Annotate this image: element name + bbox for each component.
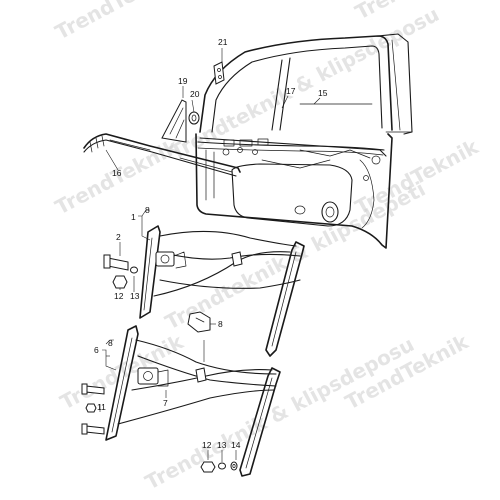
upper-window-regulator xyxy=(103,225,305,357)
callout-13-lower: 13 xyxy=(217,440,227,450)
watermark-brand-top-left: TrendTeknik xyxy=(51,0,183,44)
callout-8-lower: 8 xyxy=(108,338,113,348)
callout-16: 16 xyxy=(112,168,122,178)
callout-1: 1 xyxy=(131,212,136,222)
callout-12-upper: 12 xyxy=(114,291,124,301)
callout-19: 19 xyxy=(178,76,188,86)
callout-15: 15 xyxy=(318,88,328,98)
callout-20: 20 xyxy=(190,89,200,99)
window-seal-strip xyxy=(83,133,241,177)
callout-8-upper: 8 xyxy=(145,205,150,215)
callout-6: 6 xyxy=(94,345,99,355)
callout-12-lower: 12 xyxy=(202,440,212,450)
callout-13-upper: 13 xyxy=(130,291,140,301)
callout-21: 21 xyxy=(218,37,228,47)
mirror-patch-panel xyxy=(161,61,225,143)
callout-11: 11 xyxy=(97,402,106,412)
callout-14: 14 xyxy=(231,440,241,450)
callout-7: 7 xyxy=(163,398,168,408)
watermark-tagline-upper: Trendteknik & klipsdeposu xyxy=(166,2,443,164)
callout-17: 17 xyxy=(286,86,296,96)
leader-lines xyxy=(99,48,321,462)
watermark-tagline-bottom: Trendteknik & klipsdeposu xyxy=(141,332,418,494)
lower-window-regulator xyxy=(81,325,281,477)
callout-2: 2 xyxy=(116,232,121,242)
callout-8-middle: 8 xyxy=(218,319,223,329)
